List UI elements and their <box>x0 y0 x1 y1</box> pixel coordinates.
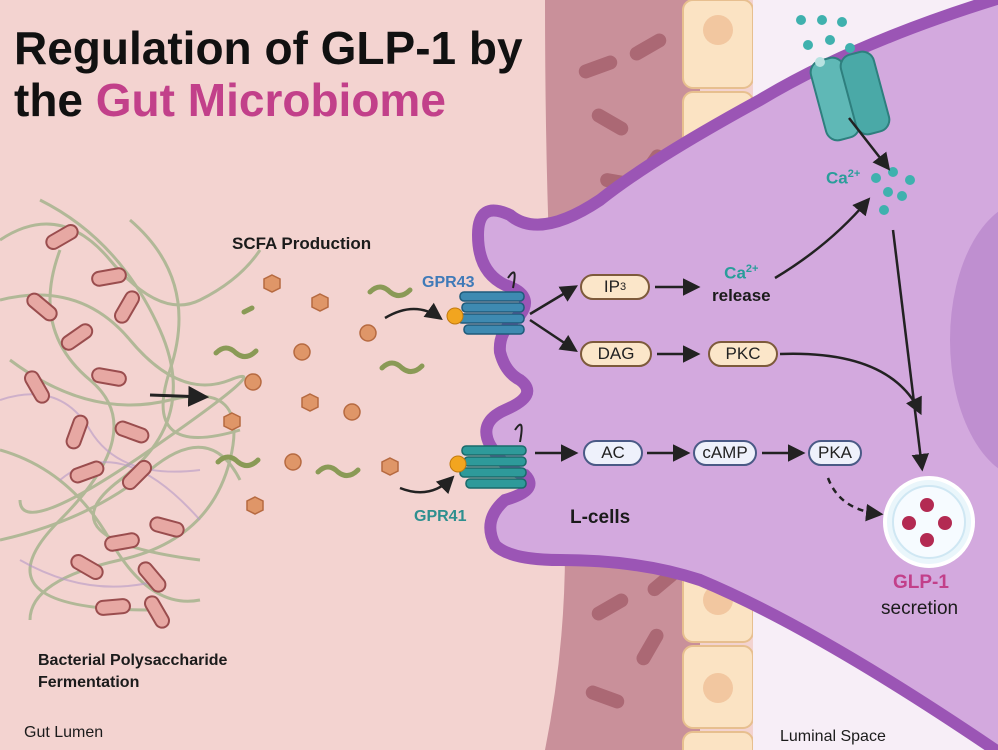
bacterial-label-line-2: Fermentation <box>38 674 140 691</box>
signaling-arrows <box>529 117 929 522</box>
luminal-space-label: Luminal Space <box>780 728 886 745</box>
bacterial-label-line-1: Bacterial Polysaccharide <box>38 652 228 669</box>
camp-node: cAMP <box>693 440 757 466</box>
calcium-release-label: Ca2+ release <box>712 258 771 307</box>
ip3-subscript: 3 <box>619 281 627 293</box>
title-accent: Gut Microbiome <box>95 74 446 126</box>
fermentation-arrow <box>149 385 210 407</box>
ac-node: AC <box>583 440 643 466</box>
bacterial-polysaccharide-mass <box>0 198 262 629</box>
l-cells-label: L-cells <box>570 507 631 528</box>
ip3-base: IP <box>603 277 620 296</box>
title-line-2: the Gut Microbiome <box>14 74 523 126</box>
scfa-to-gpr43-arrow <box>384 302 443 321</box>
calcium-ions-extracellular <box>796 15 855 67</box>
page-title: Regulation of GLP-1 by the Gut Microbiom… <box>14 22 523 126</box>
gut-lumen-label: Gut Lumen <box>24 724 104 741</box>
calcium-ions-intracellular <box>871 167 915 215</box>
gpr43-receptor <box>446 271 525 335</box>
bacterial-fermentation-label: Bacterial Polysaccharide Fermentation <box>38 650 227 694</box>
title-line-2-prefix: the <box>14 74 96 126</box>
scfa-molecules <box>213 274 425 515</box>
calcium-channel <box>809 50 891 142</box>
gpr41-label: GPR41 <box>414 508 467 525</box>
scfa-to-gpr41-arrow <box>399 475 455 495</box>
gpr43-label: GPR43 <box>422 274 475 291</box>
l-cell-body <box>471 0 998 750</box>
ca-top-charge: 2+ <box>847 168 861 180</box>
pkc-node: PKC <box>708 341 778 367</box>
ca-release-charge: 2+ <box>745 263 759 275</box>
ca-top-base: Ca <box>826 168 848 188</box>
scfa-production-label: SCFA Production <box>232 234 372 253</box>
secretion-label: secretion <box>881 598 959 619</box>
ca-release-base: Ca <box>724 263 746 283</box>
glp1-vesicle <box>883 476 975 568</box>
ca-release-ion: Ca2+ <box>712 258 771 285</box>
release-text: release <box>712 285 771 305</box>
calcium-ion-label: Ca2+ <box>826 168 860 189</box>
glp1-label: GLP-1 <box>893 572 949 593</box>
title-line-1: Regulation of GLP-1 by <box>14 22 523 74</box>
gpr41-receptor <box>449 423 527 489</box>
pka-node: PKA <box>808 440 862 466</box>
dag-node: DAG <box>580 341 652 367</box>
